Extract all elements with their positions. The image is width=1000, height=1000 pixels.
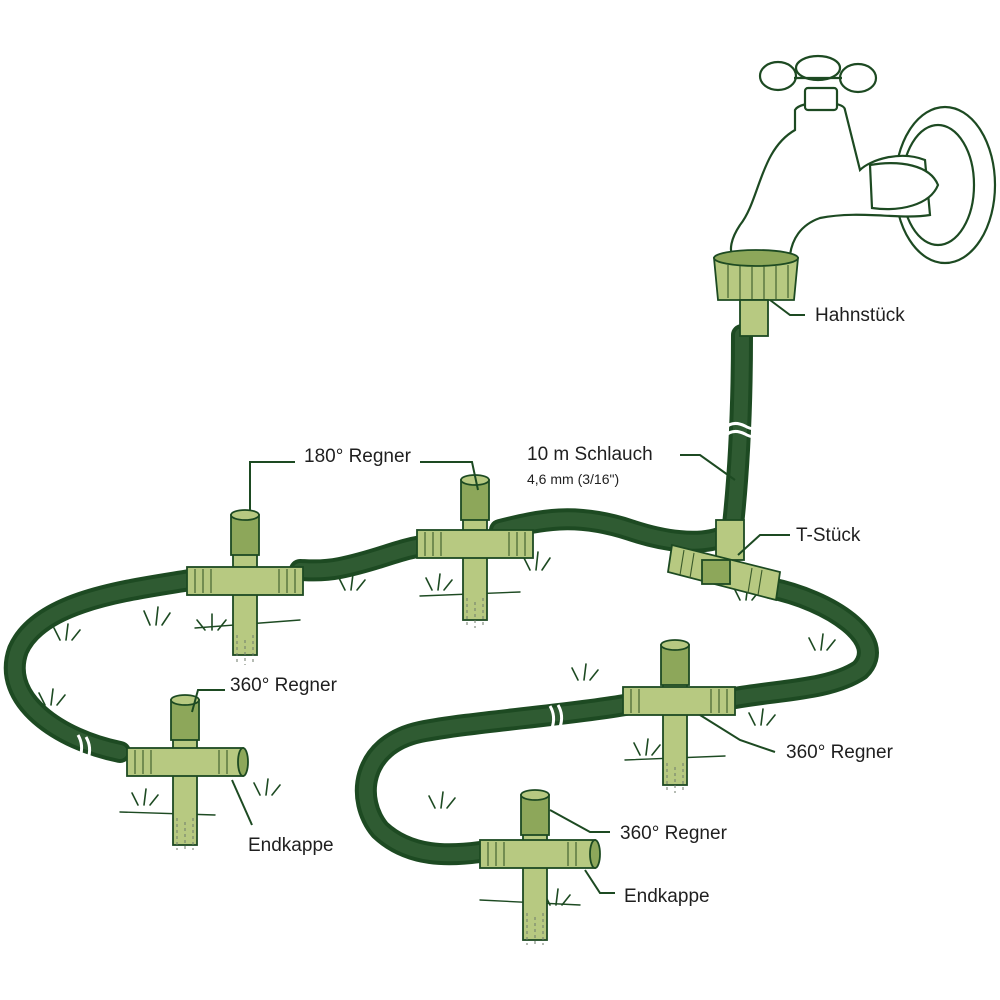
t-piece	[666, 519, 782, 602]
sprinkler-180-left	[186, 509, 304, 665]
sprinkler-360-bottom	[479, 789, 601, 945]
label-endkappe-left: Endkappe	[248, 835, 334, 856]
sprinkler-360-mid	[622, 639, 736, 793]
label-tstueck: T-Stück	[796, 525, 861, 546]
label-schlauch-size: 4,6 mm (3/16")	[527, 471, 619, 487]
tap-connector	[713, 249, 799, 337]
sprinkler-180-right	[416, 474, 534, 628]
sprinkler-360-left	[126, 694, 249, 850]
label-regner-360-mid: 360° Regner	[786, 742, 894, 763]
label-hahnstueck: Hahnstück	[815, 305, 905, 326]
leader-lines	[191, 299, 805, 894]
label-schlauch: 10 m Schlauch	[527, 444, 653, 465]
label-regner-360-left: 360° Regner	[230, 675, 338, 696]
water-tap	[729, 54, 997, 265]
label-endkappe-bottom: Endkappe	[624, 886, 710, 907]
hose	[3, 324, 879, 866]
label-regner-180: 180° Regner	[304, 446, 412, 467]
label-regner-360-bottom: 360° Regner	[620, 823, 728, 844]
